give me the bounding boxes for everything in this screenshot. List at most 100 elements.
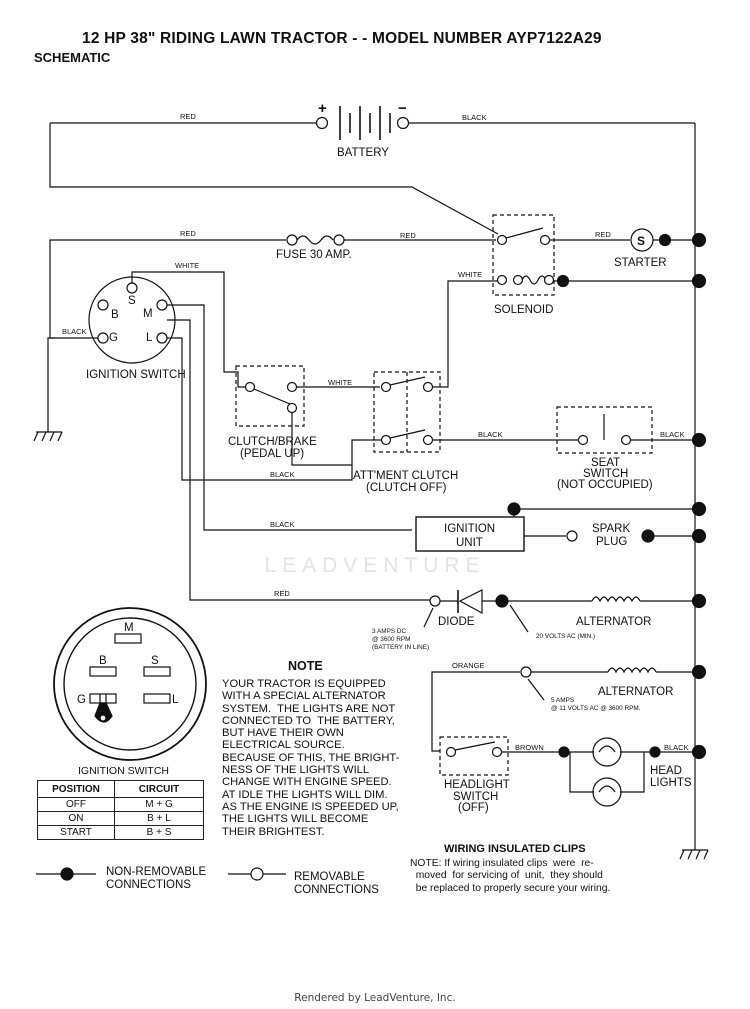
table-cell: START [37,825,115,840]
wire-label-brown: BROWN [515,743,544,752]
wire-label-red-starter: RED [595,230,611,239]
headlight-bulb-1 [592,737,622,767]
ignition-unit-box [415,516,525,552]
switch-face-g: G [77,694,86,706]
clips-body: NOTE: If wiring insulated clips were re-… [410,858,611,894]
table-header-position: POSITION [37,780,115,798]
wire-label-black-seat-right: BLACK [660,430,685,439]
page-title: 12 HP 38" RIDING LAWN TRACTOR - - MODEL … [82,30,602,47]
seat-switch-box [556,406,653,454]
head-lights-line1: HEAD [650,765,682,777]
removable-symbol [250,867,264,881]
wire-label-orange: ORANGE [452,661,485,670]
ignition-switch-symbol [88,276,176,364]
diode-spec-line3: (BATTERY IN LINE) [372,644,429,651]
wire-label-red-fuse-left: RED [180,229,196,238]
non-removable-symbol [60,867,74,881]
starter-label: STARTER [614,257,667,269]
table-cell: B + S [114,825,204,840]
headlight-switch-box [439,736,509,776]
headlight-bulb-2 [592,777,622,807]
ignition-switch-label: IGNITION SWITCH [86,369,186,381]
switch-face-l: L [172,694,179,706]
battery-label: BATTERY [337,147,389,159]
alternator-2-spec-line1: 5 AMPS [551,697,574,704]
wire-label-black-ground: BLACK [62,327,87,336]
wire-label-red-battery: RED [180,112,196,121]
table-row: START B + S [37,825,204,840]
ignition-unit-line1: IGNITION [444,523,495,535]
table-header-circuit: CIRCUIT [114,780,204,798]
battery-plus: + [318,100,327,117]
table-cell: ON [37,811,115,826]
alternator-2-label: ALTERNATOR [598,686,673,698]
wire-label-black-seat-left: BLACK [478,430,503,439]
wire-fuse-left [49,239,286,339]
wire-label-red-fuse-right: RED [400,231,416,240]
wire-battery-positive [49,123,499,235]
switch-terminal-s: S [128,295,136,307]
legend-non-removable-line2: CONNECTIONS [106,879,191,891]
headlight-switch-line1: HEADLIGHT [444,779,510,791]
clutch-brake-line1: CLUTCH/BRAKE [228,436,317,448]
alternator-1-spec: 20 VOLTS AC (MIN.) [536,633,595,640]
fuse-label: FUSE 30 AMP. [276,249,352,261]
wire-label-white-solenoid: WHITE [458,270,482,279]
wire-label-white-clutch: WHITE [328,378,352,387]
table-row: OFF M + G [37,797,204,812]
ignition-unit-line2: UNIT [456,537,483,549]
solenoid-box [492,214,555,296]
clutch-brake-line2: (PEDAL UP) [240,448,304,460]
switch-position-table: POSITION CIRCUIT OFF M + G ON B + L STAR… [37,780,204,840]
footer-credit: Rendered by LeadVenture, Inc. [294,992,456,1004]
attment-clutch-line1: ATT'MENT CLUTCH [353,470,458,482]
spark-plug-line1: SPARK [592,523,630,535]
diode-spec-line2: @ 3600 RPM [372,636,410,643]
diode-symbol [458,589,483,615]
switch-face-b: B [99,655,107,667]
table-cell: B + L [114,811,204,826]
attment-clutch-line2: (CLUTCH OFF) [366,482,447,494]
alternator-2-spec-line2: @ 11 VOLTS AC @ 3600 RPM. [551,705,641,712]
switch-terminal-l: L [146,332,153,344]
table-cell: M + G [114,797,204,812]
note-body: YOUR TRACTOR IS EQUIPPED WITH A SPECIAL … [222,678,400,838]
wire-label-red-diode: RED [274,589,290,598]
switch-face-caption: IGNITION SWITCH [78,765,169,777]
wire-label-black-ignition: BLACK [270,520,295,529]
battery-minus: − [398,100,407,117]
alternator-1-label: ALTERNATOR [576,616,651,628]
wire-label-black-battery: BLACK [462,113,487,122]
switch-terminal-m: M [143,308,153,320]
head-lights-line2: LIGHTS [650,777,692,789]
page-subtitle: SCHEMATIC [34,50,111,65]
battery-symbol [50,106,696,850]
legend-removable-line1: REMOVABLE [294,871,365,883]
clutch-brake-box [235,365,305,427]
solenoid-label: SOLENOID [494,304,553,316]
diode-label: DIODE [438,616,475,628]
seat-switch-line2: SWITCH [583,468,628,480]
watermark: LEADVENTURE [264,554,486,577]
switch-face-diagram [53,607,207,761]
seat-switch-line1: SEAT [591,457,620,469]
note-title: NOTE [288,659,323,673]
diode-spec-line1: 3 AMPS DC [372,628,406,635]
wire-label-black-lights: BLACK [664,743,689,752]
switch-terminal-g: G [109,332,118,344]
seat-switch-line3: (NOT OCCUPIED) [557,479,653,491]
switch-terminal-b: B [111,309,119,321]
wire-label-white-switch: WHITE [175,261,199,270]
headlight-switch-line2: SWITCH [453,791,498,803]
table-row: ON B + L [37,811,204,826]
starter-symbol: S [637,234,645,248]
spark-plug-line2: PLUG [596,536,627,548]
switch-face-m: M [124,622,134,634]
clips-title: WIRING INSULATED CLIPS [444,843,586,855]
legend-non-removable-line1: NON-REMOVABLE [106,866,206,878]
table-cell: OFF [37,797,115,812]
legend-removable-line2: CONNECTIONS [294,884,379,896]
switch-face-s: S [151,655,159,667]
